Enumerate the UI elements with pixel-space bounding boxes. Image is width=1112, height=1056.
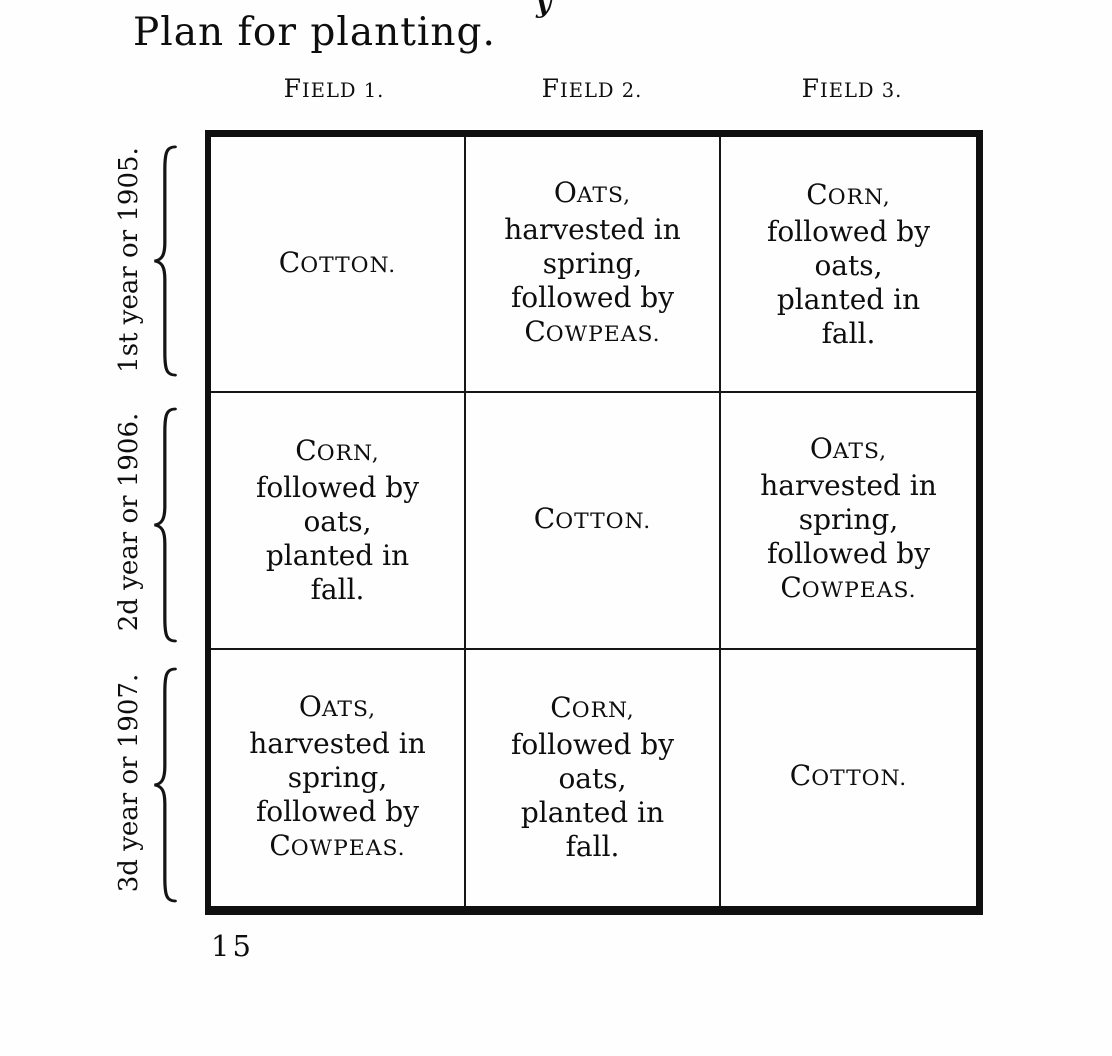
table-cell-year2-field2: COTTON. [466, 393, 721, 650]
page-number: 15 [211, 929, 254, 963]
column-header-field-2: FIELD 2. [541, 74, 643, 103]
row-label-year-1: 1st year or 1905. [114, 147, 144, 373]
table-cell-year1-field1: COTTON. [211, 137, 466, 394]
column-header-field-3: FIELD 3. [801, 74, 903, 103]
curly-brace-icon [154, 145, 177, 377]
page-title: Plan for planting. [133, 10, 496, 55]
row-label-year-3: 3d year or 1907. [114, 673, 144, 893]
row-brace-year-1 [151, 144, 181, 378]
stray-ink-mark: y [536, 0, 552, 19]
column-header-field-1: FIELD 1. [283, 74, 385, 103]
row-brace-year-3 [151, 666, 181, 904]
curly-brace-icon [154, 667, 177, 903]
row-brace-year-2 [151, 406, 181, 644]
table-cell-year3-field3: COTTON. [789, 759, 908, 793]
curly-brace-icon [154, 407, 177, 643]
row-label-year-2: 2d year or 1906. [114, 412, 144, 632]
